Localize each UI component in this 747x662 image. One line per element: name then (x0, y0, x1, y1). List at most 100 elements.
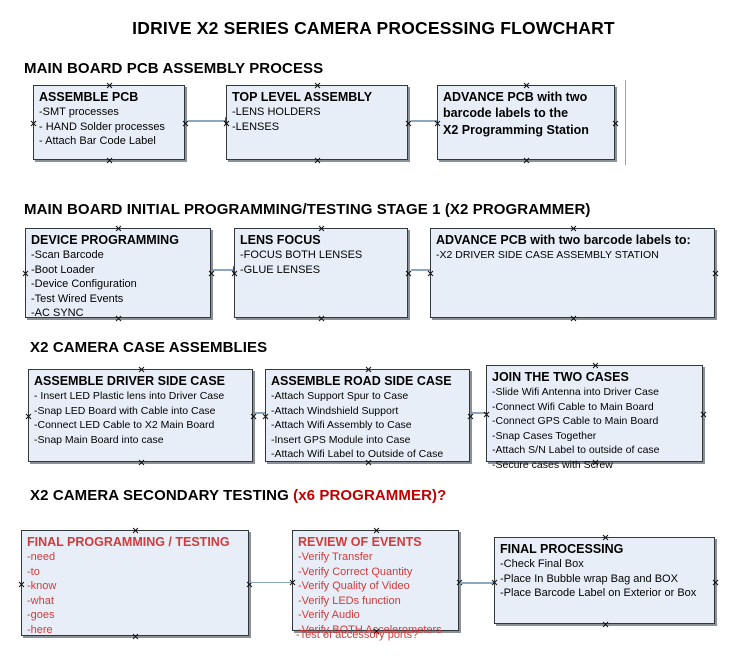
flow-box-line: -LENS HOLDERS (232, 106, 321, 118)
flow-box-title: JOIN THE TWO CASES (492, 370, 629, 384)
flow-box-line: -Connect GPS Cable to Main Board (492, 415, 659, 427)
flow-box-title: FINAL PROCESSING (500, 542, 624, 556)
anchor-handle-bottom (106, 157, 113, 164)
flow-box-review-of-events[interactable]: REVIEW OF EVENTS -Verify Transfer -Verif… (292, 527, 459, 636)
anchor-handle-right (467, 413, 474, 420)
anchor-handle-top (570, 225, 577, 232)
divider-line-row1 (625, 80, 626, 165)
anchor-handle-top (592, 362, 599, 369)
section-heading-x2-camera-case-assemblies: X2 CAMERA CASE ASSEMBLIES (30, 339, 267, 356)
anchor-handle-bottom (570, 315, 577, 322)
flow-box-line: -to (27, 565, 40, 578)
section-heading-text: MAIN BOARD INITIAL PROGRAMMING/TESTING S… (24, 201, 591, 218)
flow-box-line: -here (27, 623, 53, 636)
anchor-handle-top (365, 366, 372, 373)
flow-box-line: -Verify LEDs function (298, 594, 401, 607)
flow-box-assemble-pcb[interactable]: ASSEMBLE PCB -SMT processes - HAND Solde… (33, 85, 185, 160)
flow-box-line: -Snap Cases Together (492, 429, 597, 442)
anchor-handle-left (22, 270, 29, 277)
anchor-handle-bottom (318, 315, 325, 322)
flow-box-line: -Place In Bubble wrap Bag and BOX (500, 572, 678, 585)
anchor-handle-right (208, 270, 215, 277)
flow-box-line: -LENSES (232, 120, 280, 133)
anchor-handle-top (523, 82, 530, 89)
flow-box-line: -Connect Wifi Cable to Main Board (492, 400, 654, 413)
section-heading-text: X2 CAMERA CASE ASSEMBLIES (30, 339, 268, 356)
flow-box-line: -Slide Wifi Antenna into Driver Case (492, 386, 659, 398)
anchor-handle-right (250, 413, 257, 420)
anchor-handle-top (373, 527, 380, 534)
anchor-handle-top (318, 225, 325, 232)
anchor-handle-bottom (138, 459, 145, 466)
flow-box-title: FINAL PROGRAMMING / TESTING (27, 535, 230, 549)
flow-box-line: -Boot Loader (31, 263, 95, 276)
flow-box-line: -Snap Main Board into case (34, 433, 164, 446)
flow-box-line: - Insert LED Plastic lens into Driver Ca… (34, 390, 225, 402)
anchor-handle-left (30, 120, 37, 127)
flow-box-join-the-two-cases[interactable]: JOIN THE TWO CASES -Slide Wifi Antenna i… (486, 362, 703, 471)
anchor-handle-left (262, 413, 269, 420)
flow-box-line: -FOCUS BOTH LENSES (240, 249, 363, 261)
flow-box-line: -Attach Support Spur to Case (271, 390, 409, 402)
flow-box-advance-pcb-driver-side[interactable]: ADVANCE PCB with two barcode labels to: … (430, 228, 715, 318)
flow-box-line: -know (27, 580, 57, 592)
flow-box-title: ADVANCE PCB with two barcode labels to: (436, 233, 691, 247)
flow-box-title: ASSEMBLE DRIVER SIDE CASE (34, 374, 226, 388)
flow-box-line: -Scan Barcode (31, 249, 104, 261)
flow-box-line: -goes (27, 609, 55, 621)
flow-box-title: LENS FOCUS (240, 233, 321, 247)
flow-box-final-processing[interactable]: FINAL PROCESSING -Check Final Box -Place… (494, 537, 715, 624)
flow-box-line: -Connect LED Cable to X2 Main Board (34, 419, 215, 431)
anchor-handle-left (427, 270, 434, 277)
flow-box-line: -Snap LED Board with Cable into Case (34, 404, 216, 417)
flow-box-line: -GLUE LENSES (240, 263, 321, 276)
flow-box-line: barcode labels to the (443, 106, 569, 120)
flow-box-line: -Verify Correct Quantity (298, 565, 413, 578)
section-heading-main-board-initial-programming: MAIN BOARD INITIAL PROGRAMMING/TESTING S… (24, 201, 591, 218)
section-heading-text: MAIN BOARD PCB ASSEMBLY PROCESS (24, 60, 324, 77)
flow-box-line: -Verify Transfer (298, 551, 373, 563)
anchor-handle-bottom (602, 621, 609, 628)
flow-box-title: ADVANCE PCB with two (443, 90, 588, 104)
flow-box-line: -Attach Wifi Assembly to Case (271, 419, 412, 431)
flow-box-assemble-road-side-case[interactable]: ASSEMBLE ROAD SIDE CASE -Attach Support … (265, 369, 470, 462)
anchor-handle-right (712, 579, 719, 586)
flow-box-line: -Insert GPS Module into Case (271, 433, 411, 446)
anchor-handle-top (314, 82, 321, 89)
anchor-handle-top (138, 366, 145, 373)
anchor-handle-top (602, 534, 609, 541)
page-title: IDRIVE X2 SERIES CAMERA PROCESSING FLOWC… (132, 18, 615, 38)
flow-box-device-programming[interactable]: DEVICE PROGRAMMING -Scan Barcode -Boot L… (22, 225, 211, 319)
anchor-handle-bottom (523, 157, 530, 164)
flow-box-title: REVIEW OF EVENTS (298, 535, 422, 549)
anchor-handle-right (700, 411, 707, 418)
anchor-handle-right (712, 270, 719, 277)
flow-box-line: - HAND Solder processes (39, 120, 165, 133)
anchor-handle-top (132, 527, 139, 534)
flow-box-final-programming-testing[interactable]: FINAL PROGRAMMING / TESTING -need -to -k… (21, 530, 249, 636)
flow-box-line: -Attach Windshield Support (271, 404, 399, 417)
anchor-handle-top (115, 225, 122, 232)
flow-box-line: -Secure cases with Screw (492, 458, 613, 471)
flow-box-line: -Test Wired Events (31, 292, 124, 305)
flow-box-lens-focus[interactable]: LENS FOCUS -FOCUS BOTH LENSES -GLUE LENS… (234, 228, 408, 318)
flow-box-line: -Check Final Box (500, 558, 584, 570)
flow-box-assemble-driver-side-case[interactable]: ASSEMBLE DRIVER SIDE CASE - Insert LED P… (28, 369, 253, 462)
flow-box-top-level-assembly[interactable]: TOP LEVEL ASSEMBLY -LENS HOLDERS -LENSES (226, 85, 408, 160)
anchor-handle-bottom (314, 157, 321, 164)
flow-box-line: -Verify Quality of Video (298, 580, 410, 592)
section-heading-text: X2 CAMERA SECONDARY TESTING (30, 487, 294, 504)
flow-box-line: -Device Configuration (31, 278, 137, 290)
flow-box-advance-pcb-programming-station[interactable]: ADVANCE PCB with two barcode labels to t… (437, 85, 615, 160)
flow-box-line: - Attach Bar Code Label (39, 135, 156, 147)
anchor-handle-top (106, 82, 113, 89)
flow-box-line: -Attach Wifi Label to Outside of Case (271, 448, 444, 460)
flow-box-line: X2 Programming Station (443, 123, 589, 137)
flow-box-line: -AC SYNC (31, 307, 84, 319)
flow-box-line: -Place Barcode Label on Exterior or Box (500, 587, 697, 599)
flow-box-line: -Verify BOTH Accelerometers (298, 623, 442, 636)
flow-box-line: -SMT processes (39, 106, 119, 118)
anchor-handle-right (405, 270, 412, 277)
anchor-handle-left (18, 581, 25, 588)
flow-box-line: -X2 DRIVER SIDE CASE ASSEMBLY STATION (436, 249, 659, 261)
